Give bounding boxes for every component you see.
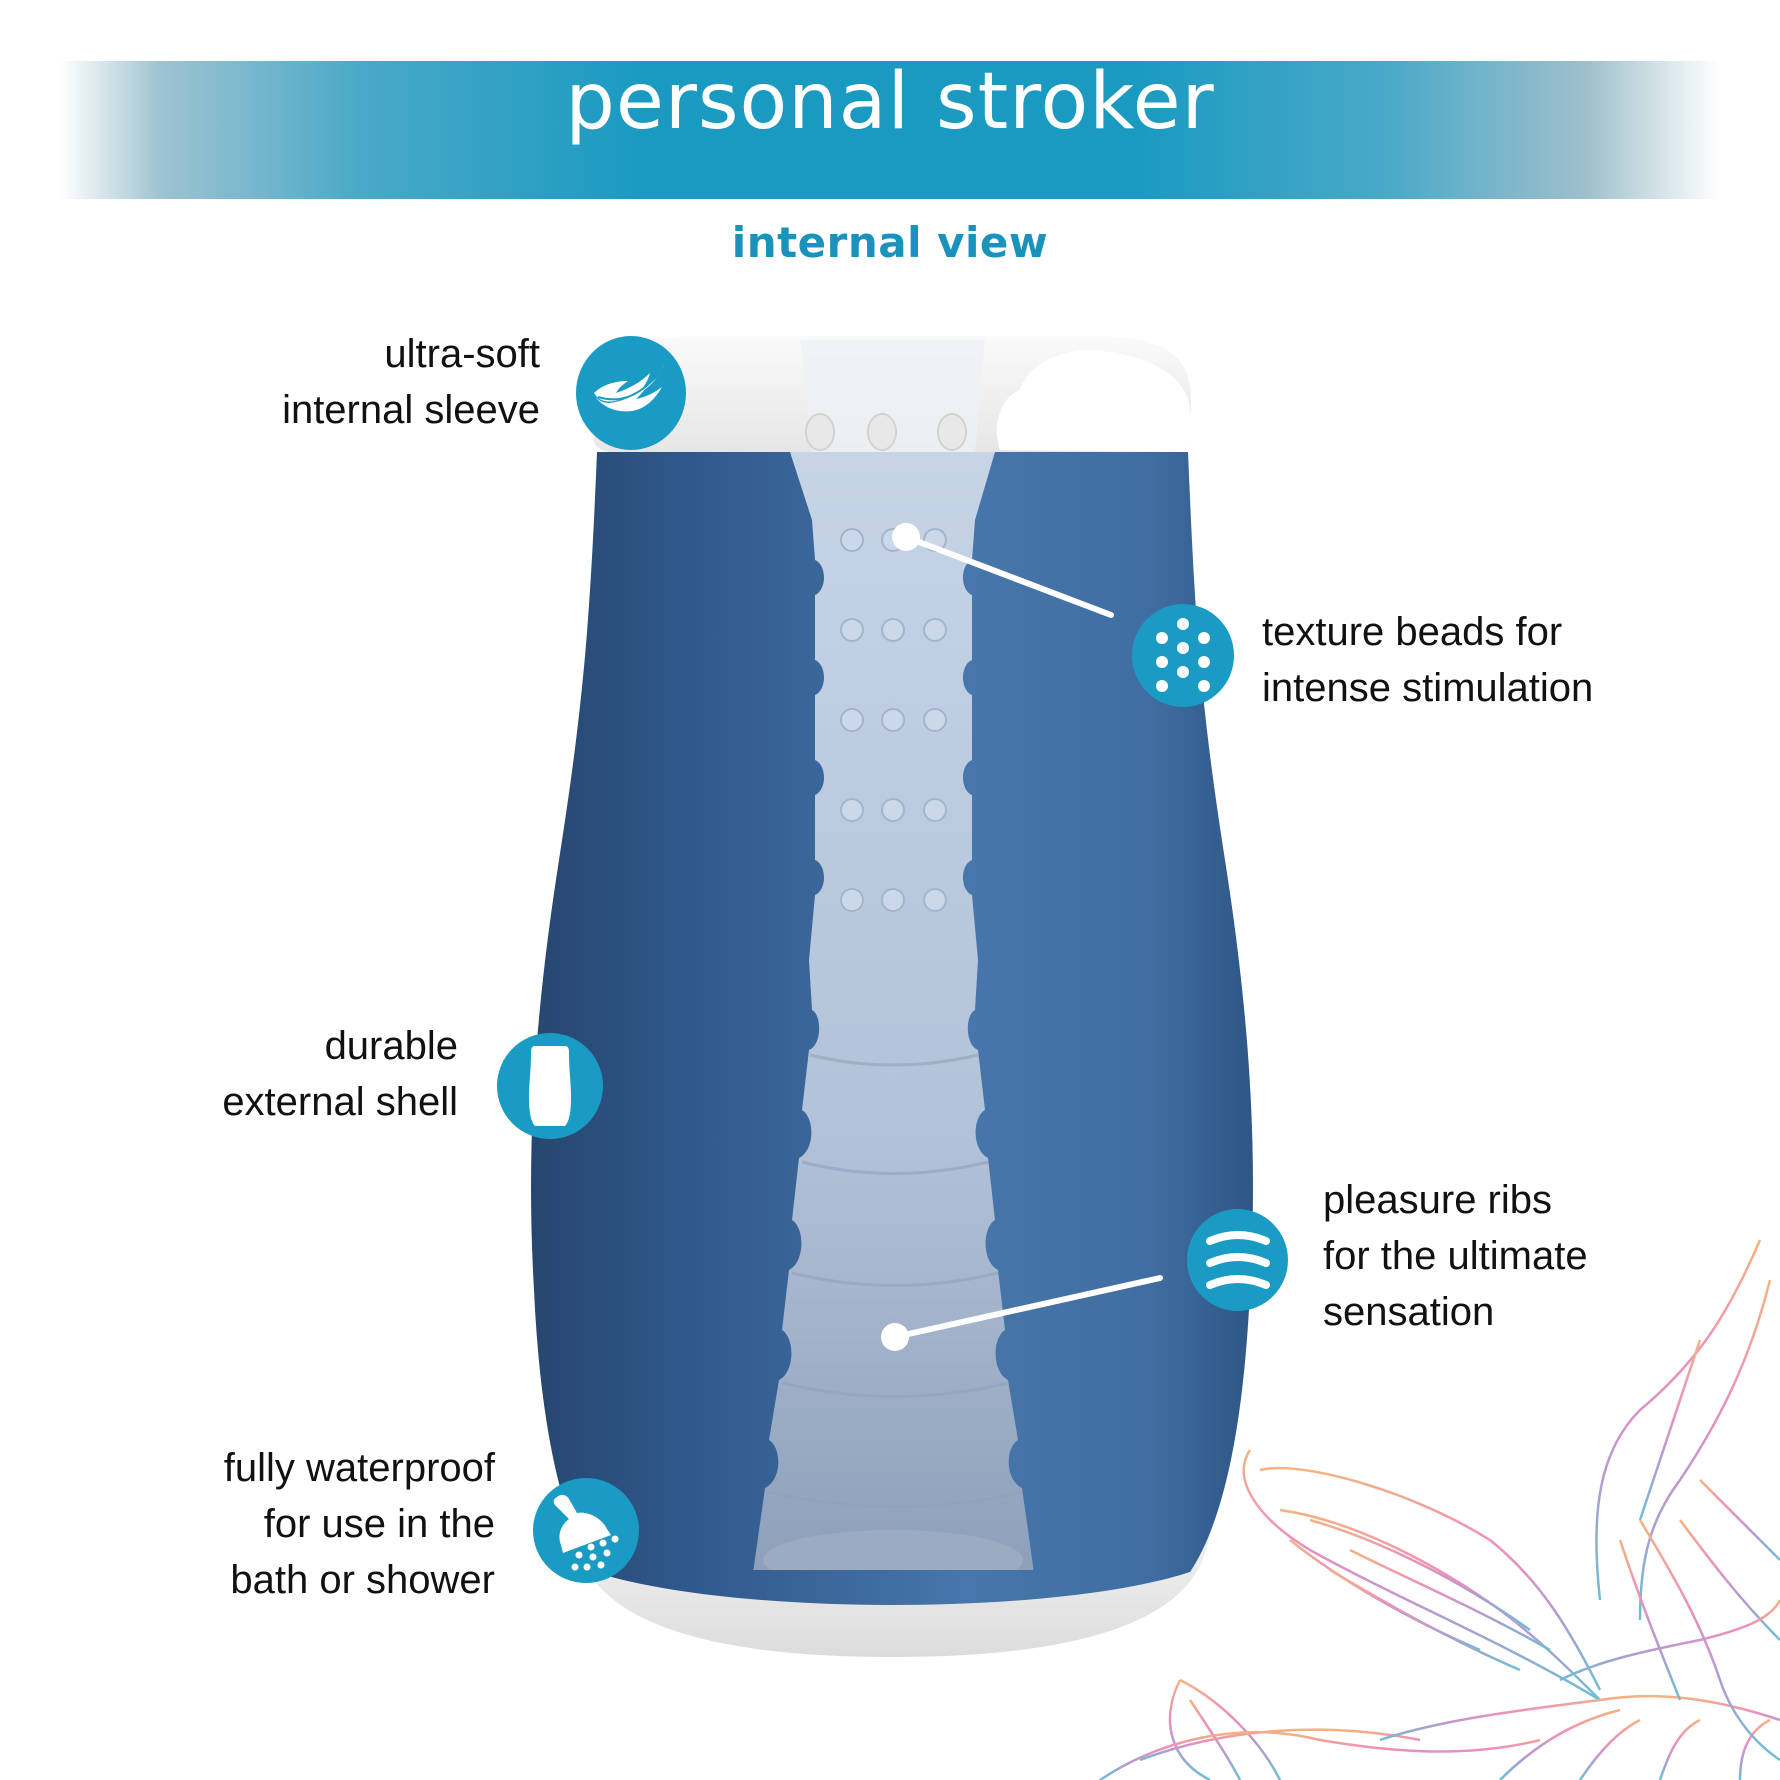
page-title: personal stroker bbox=[565, 57, 1215, 147]
flower-decoration bbox=[1099, 1239, 1780, 1780]
header-banner bbox=[60, 61, 1720, 199]
leader-line-beads bbox=[892, 523, 1114, 618]
leader-line-ribs bbox=[881, 1275, 1163, 1351]
feature-label-line: bath or shower bbox=[230, 1558, 495, 1602]
feature-label-line: pleasure ribs bbox=[1323, 1178, 1553, 1222]
feather-icon bbox=[576, 336, 686, 450]
feature-label-line: intense stimulation bbox=[1262, 666, 1594, 710]
feature-label-waterproof: fully waterproof for use in the bath or … bbox=[224, 1440, 495, 1608]
ribs-icon bbox=[1187, 1209, 1288, 1311]
feature-label-sleeve: ultra-soft internal sleeve bbox=[282, 326, 540, 438]
page-subtitle: internal view bbox=[731, 218, 1049, 267]
feature-label-line: internal sleeve bbox=[282, 388, 540, 432]
feature-label-line: external shell bbox=[222, 1080, 458, 1124]
feature-label-beads: texture beads for intense stimulation bbox=[1262, 604, 1593, 716]
feature-label-line: durable bbox=[324, 1024, 458, 1068]
feature-label-ribs: pleasure ribs for the ultimate sensation bbox=[1323, 1172, 1588, 1340]
shell-shape-icon bbox=[497, 1033, 603, 1139]
feature-label-shell: durable external shell bbox=[222, 1018, 458, 1130]
shower-icon bbox=[533, 1478, 639, 1583]
inner-sleeve bbox=[752, 452, 1035, 1570]
feature-label-line: for the ultimate bbox=[1323, 1234, 1588, 1278]
feature-label-line: sensation bbox=[1323, 1290, 1495, 1334]
feature-label-line: for use in the bbox=[263, 1502, 495, 1546]
dots-icon bbox=[1132, 604, 1234, 707]
feature-label-line: texture beads for bbox=[1262, 610, 1563, 654]
feature-label-line: fully waterproof bbox=[223, 1446, 495, 1490]
feature-label-line: ultra-soft bbox=[384, 332, 540, 376]
